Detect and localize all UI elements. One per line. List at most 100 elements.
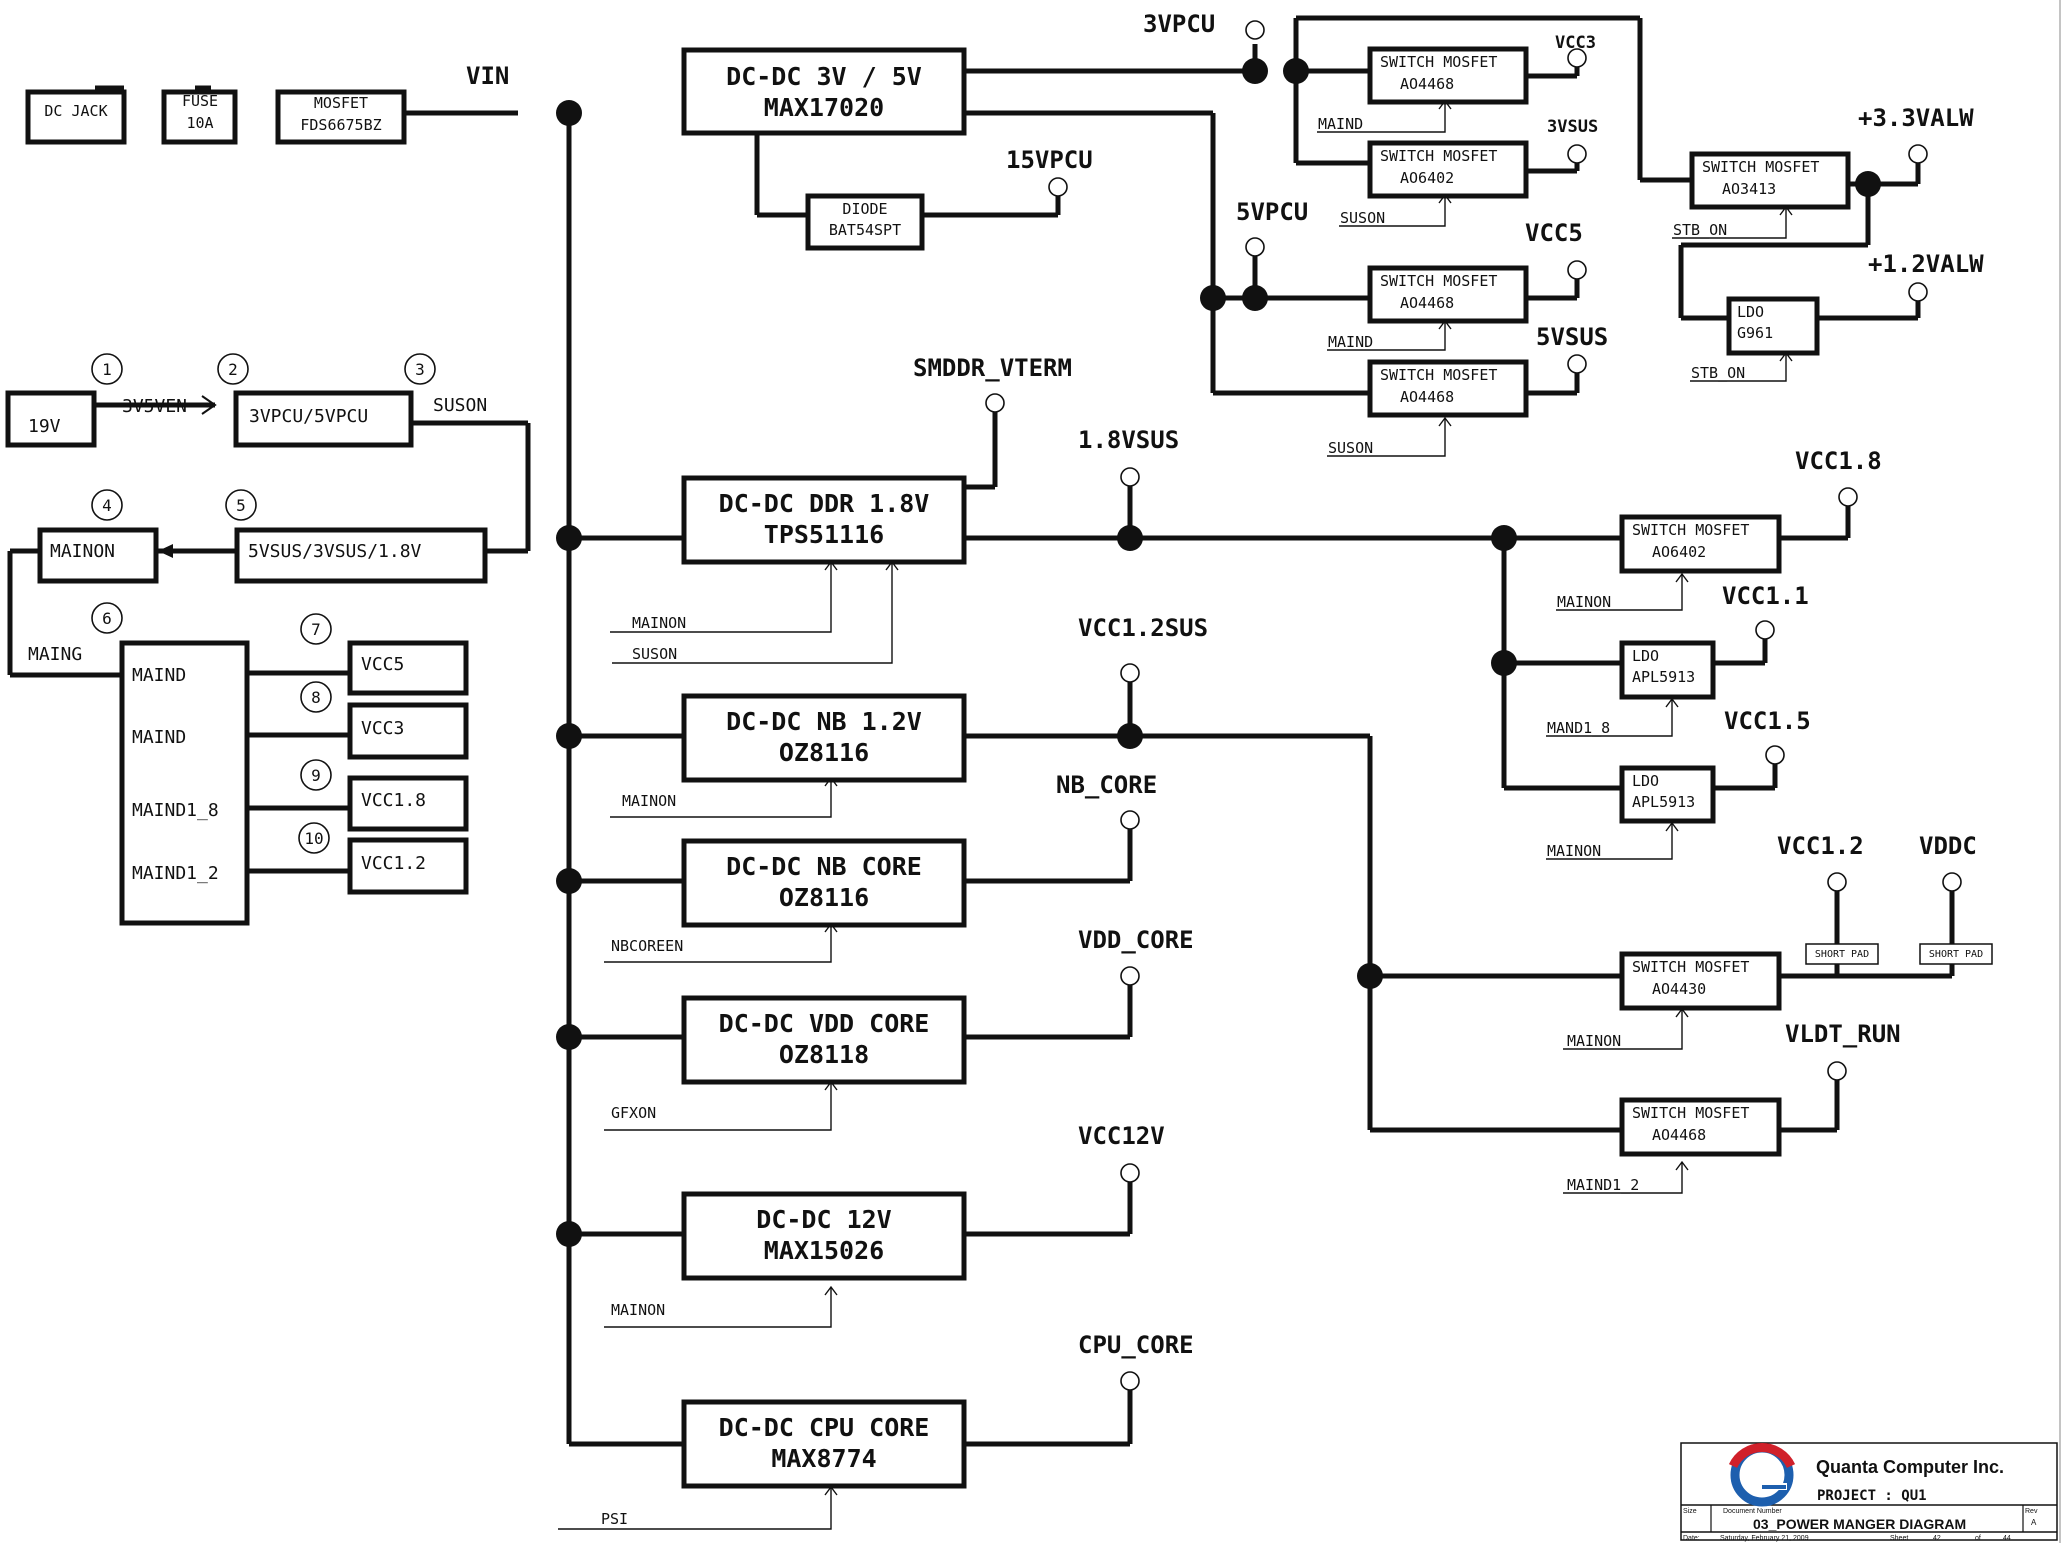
switch-vcc3-label: SWITCH MOSFET	[1380, 53, 1497, 71]
ctl-vcc15-mainon: MAINON	[1547, 842, 1601, 860]
switch-5vsus-part: AO4468	[1400, 388, 1454, 406]
title-size-label: Size	[1683, 1508, 1697, 1515]
switch-ao4430: SWITCH MOSFET AO4430	[1619, 951, 1782, 1011]
ctl-ddr-suson: SUSON	[632, 645, 677, 663]
conv-ddr: DC-DC DDR 1.8V TPS51116	[681, 475, 967, 565]
ldo-vcc11-part: APL5913	[1632, 668, 1695, 686]
seq-out-vcc3: VCC3	[361, 718, 404, 739]
conv-cpucore: DC-DC CPU CORE MAX8774	[681, 1399, 967, 1489]
title-sheet: 42	[1933, 1535, 1941, 1542]
rail-18vsus: 1.8VSUS	[1078, 426, 1179, 454]
vin-label: VIN	[466, 62, 509, 90]
switch-ao4430-label: SWITCH MOSFET	[1632, 958, 1749, 976]
switch-33valw-label: SWITCH MOSFET	[1702, 158, 1819, 176]
input-mosfet-label: MOSFET	[314, 94, 368, 112]
switch-vcc18: SWITCH MOSFET AO6402	[1619, 514, 1782, 574]
title-company: Quanta Computer Inc.	[1816, 1457, 2004, 1477]
ctl-suson-5vsus: SUSON	[1328, 439, 1373, 457]
ctl-stbon-12valw: STB_ON	[1691, 364, 1745, 382]
ctl-stbon-33valw: STB_ON	[1673, 221, 1727, 239]
conv-3v5v-part: MAX17020	[764, 93, 884, 122]
ctl-maind12: MAIND1_2	[1567, 1176, 1639, 1194]
conv-12v-part: MAX15026	[764, 1236, 884, 1265]
title-project: PROJECT : QU1	[1817, 1488, 1927, 1504]
seq-out-vcc5: VCC5	[361, 654, 404, 675]
rail-15vpcu: 15VPCU	[1006, 146, 1093, 174]
conv-nb12-label: DC-DC NB 1.2V	[726, 707, 922, 736]
rail-vldt-run: VLDT_RUN	[1785, 1020, 1901, 1048]
ldo-g961-part: G961	[1737, 324, 1773, 342]
title-date: Saturday, February 21, 2009	[1720, 1535, 1809, 1542]
dc-jack-block: DC JACK	[25, 89, 127, 145]
junction-dots	[556, 58, 1881, 1247]
title-rev-label: Rev	[2025, 1508, 2038, 1515]
rail-5vsus: 5VSUS	[1536, 323, 1608, 351]
ctl-nbcoreen: NBCOREEN	[611, 937, 683, 955]
fuse-block: FUSE 10A	[161, 89, 238, 145]
switch-5vsus: SWITCH MOSFET AO4468	[1367, 359, 1529, 418]
seq-num-2: 2	[228, 360, 238, 379]
ldo-vcc15-label: LDO	[1632, 772, 1659, 790]
ldo-vcc15-part: APL5913	[1632, 793, 1695, 811]
switch-3vsus-label: SWITCH MOSFET	[1380, 147, 1497, 165]
seq-suson: SUSON	[433, 395, 487, 416]
rail-vddc: VDDC	[1919, 832, 1977, 860]
rail-vcc3: VCC3	[1555, 33, 1596, 53]
conv-vddcore-label: DC-DC VDD CORE	[719, 1009, 930, 1038]
diode-part: BAT54SPT	[829, 221, 901, 239]
rail-vcc12: VCC1.2	[1777, 832, 1864, 860]
diode-label: DIODE	[842, 200, 887, 218]
switch-33valw-part: AO3413	[1722, 180, 1776, 198]
switch-vcc3-part: AO4468	[1400, 75, 1454, 93]
conv-nbcore-label: DC-DC NB CORE	[726, 852, 922, 881]
rail-vcc5: VCC5	[1525, 219, 1583, 247]
wires	[7, 15, 1955, 1447]
conv-3v5v: DC-DC 3V / 5V MAX17020	[681, 47, 967, 136]
conv-3v5v-label: DC-DC 3V / 5V	[726, 62, 922, 91]
seq-num-4: 4	[102, 496, 112, 515]
ldo-g961: LDO G961	[1726, 296, 1820, 356]
conv-ddr-label: DC-DC DDR 1.8V	[719, 489, 930, 518]
conv-nb12-part: OZ8116	[779, 738, 869, 767]
switch-33valw: SWITCH MOSFET AO3413	[1689, 151, 1851, 210]
control-labels: MAIND SUSON STB_ON MAIND SUSON STB_ON MA…	[601, 115, 1745, 1528]
ldo-vcc11: LDO APL5913	[1619, 640, 1716, 700]
seq-num-3: 3	[415, 360, 425, 379]
seq-mainon: MAINON	[50, 541, 115, 562]
conv-12v-label: DC-DC 12V	[756, 1205, 891, 1234]
seq-num-5: 5	[236, 496, 246, 515]
rail-3vpcu: 3VPCU	[1143, 10, 1215, 38]
rail-cpucore: CPU_CORE	[1078, 1331, 1194, 1359]
fuse-label: FUSE	[182, 92, 218, 110]
seq-maind-1: MAIND	[132, 665, 186, 686]
input-mosfet-block: MOSFET FDS6675BZ	[275, 89, 407, 145]
ldo-vcc15: LDO APL5913	[1619, 765, 1716, 824]
control-lines	[558, 99, 1793, 1530]
short-pad-a: SHORT PAD	[1815, 949, 1869, 960]
seq-num-6: 6	[102, 609, 112, 628]
short-pad-b: SHORT PAD	[1929, 949, 1983, 960]
quanta-logo	[1728, 1443, 1796, 1507]
rail-vcc15: VCC1.5	[1724, 707, 1811, 735]
seq-maind-3: MAIND1_8	[132, 800, 219, 821]
title-of-label: of	[1975, 1535, 1981, 1542]
ctl-suson-3vsus: SUSON	[1340, 209, 1385, 227]
switch-vcc18-label: SWITCH MOSFET	[1632, 521, 1749, 539]
seq-5vsus-3vsus-18v: 5VSUS/3VSUS/1.8V	[248, 541, 422, 562]
title-date-label: Date:	[1683, 1535, 1700, 1542]
rail-vddcore: VDD_CORE	[1078, 926, 1194, 954]
title-doc-title: 03_POWER MANGER DIAGRAM	[1753, 1516, 1966, 1532]
switch-ao4430-part: AO4430	[1652, 980, 1706, 998]
conv-vddcore: DC-DC VDD CORE OZ8118	[681, 995, 967, 1085]
conv-nbcore: DC-DC NB CORE OZ8116	[681, 838, 967, 928]
switch-vcc18-part: AO6402	[1652, 543, 1706, 561]
conv-nb12: DC-DC NB 1.2V OZ8116	[681, 693, 967, 783]
ctl-ddr-mainon: MAINON	[632, 614, 686, 632]
switch-5vsus-label: SWITCH MOSFET	[1380, 366, 1497, 384]
seq-out-vcc12: VCC1.2	[361, 853, 426, 874]
seq-out-vcc18: VCC1.8	[361, 790, 426, 811]
ldo-g961-label: LDO	[1737, 303, 1764, 321]
short-pads: SHORT PAD SHORT PAD	[1805, 943, 1993, 965]
seq-num-7: 7	[311, 620, 321, 639]
